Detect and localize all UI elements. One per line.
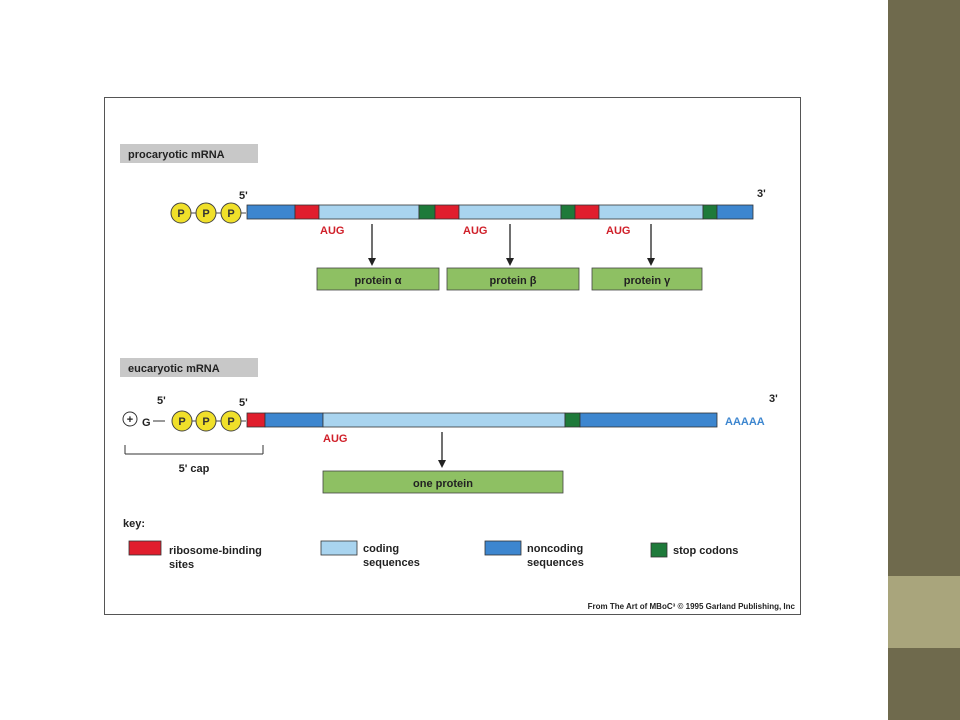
procaryotic-strand <box>246 204 754 220</box>
phosphate-3-label: P <box>227 416 234 428</box>
procaryotic-arrows <box>368 224 655 266</box>
aug-label-1: AUG <box>320 225 344 237</box>
mrna-diagram: procaryotic mRNA P P P 5' 3' AUG AUG AUG <box>120 144 796 611</box>
key-coding-line2: sequences <box>363 557 420 569</box>
protein-beta-box <box>446 267 580 291</box>
protein-gamma-box <box>591 267 703 291</box>
key-swatch-noncoding <box>484 540 522 556</box>
segment-ribosome-binding <box>246 412 266 428</box>
segment-noncoding <box>579 412 718 428</box>
segment-noncoding <box>246 204 296 220</box>
key-stop-line1: stop codons <box>673 545 738 557</box>
segment-ribosome-binding <box>434 204 460 220</box>
aug-label-3: AUG <box>606 225 630 237</box>
segment-noncoding <box>264 412 324 428</box>
one-protein-box <box>322 470 564 494</box>
phosphate-3-label: P <box>227 208 234 220</box>
cap-bracket <box>124 445 264 455</box>
cap-label: 5' cap <box>179 463 210 475</box>
procaryotic-phosphates: P P P <box>170 202 246 224</box>
procaryotic-5prime: 5' <box>239 190 248 202</box>
eucaryotic-title-box <box>120 358 258 377</box>
poly-a-tail: AAAAA <box>725 416 765 428</box>
eucaryotic-5prime: 5' <box>239 397 248 409</box>
charge-icon <box>122 411 138 427</box>
key-swatch-ribosome <box>128 540 162 556</box>
phosphate-1-label: P <box>177 208 184 220</box>
phosphate-1-label: P <box>178 416 185 428</box>
mrna-figure: procaryotic mRNA P P P 5' 3' AUG AUG AUG <box>104 97 801 615</box>
segment-stop-codon <box>564 412 581 428</box>
protein-gamma-label: protein γ <box>624 275 671 287</box>
credit-line: From The Art of MBoC³ © 1995 Garland Pub… <box>588 602 796 611</box>
eucaryotic-aug-label: AUG <box>323 433 347 445</box>
eucaryotic-phosphates: P P P <box>171 410 246 432</box>
phosphate-2-label: P <box>202 416 209 428</box>
one-protein-label: one protein <box>413 478 473 490</box>
protein-beta-label: protein β <box>489 275 536 287</box>
procaryotic-title-box <box>120 144 258 163</box>
segment-stop-codon <box>418 204 436 220</box>
phosphate-2-label: P <box>202 208 209 220</box>
segment-noncoding <box>716 204 754 220</box>
segment-stop-codon <box>560 204 576 220</box>
procaryotic-title: procaryotic mRNA <box>128 149 225 161</box>
key-ribosome-line2: sites <box>169 559 194 571</box>
key-title: key: <box>123 518 145 530</box>
protein-alpha-box <box>316 267 440 291</box>
g-label: G <box>142 417 151 429</box>
cap-5prime-left: 5' <box>157 395 166 407</box>
key-coding-line1: coding <box>363 543 399 555</box>
procaryotic-3prime: 3' <box>757 188 766 200</box>
charge-label: + <box>127 414 133 426</box>
segment-coding <box>598 204 704 220</box>
eucaryotic-title: eucaryotic mRNA <box>128 363 220 375</box>
eucaryotic-strand <box>246 412 718 428</box>
key-ribosome-line1: ribosome-binding <box>169 545 262 557</box>
segment-coding <box>322 412 566 428</box>
key-swatch-coding <box>320 540 358 556</box>
segment-ribosome-binding <box>574 204 600 220</box>
slide-sidebar-accent <box>888 576 960 648</box>
key-noncoding-line2: sequences <box>527 557 584 569</box>
eucaryotic-3prime: 3' <box>769 393 778 405</box>
key-noncoding-line1: noncoding <box>527 543 583 555</box>
segment-ribosome-binding <box>294 204 320 220</box>
aug-label-2: AUG <box>463 225 487 237</box>
segment-coding <box>318 204 420 220</box>
segment-coding <box>458 204 562 220</box>
eucaryotic-arrowhead <box>438 460 446 468</box>
protein-alpha-label: protein α <box>354 275 401 287</box>
segment-stop-codon <box>702 204 718 220</box>
key-swatch-stop <box>650 542 668 558</box>
